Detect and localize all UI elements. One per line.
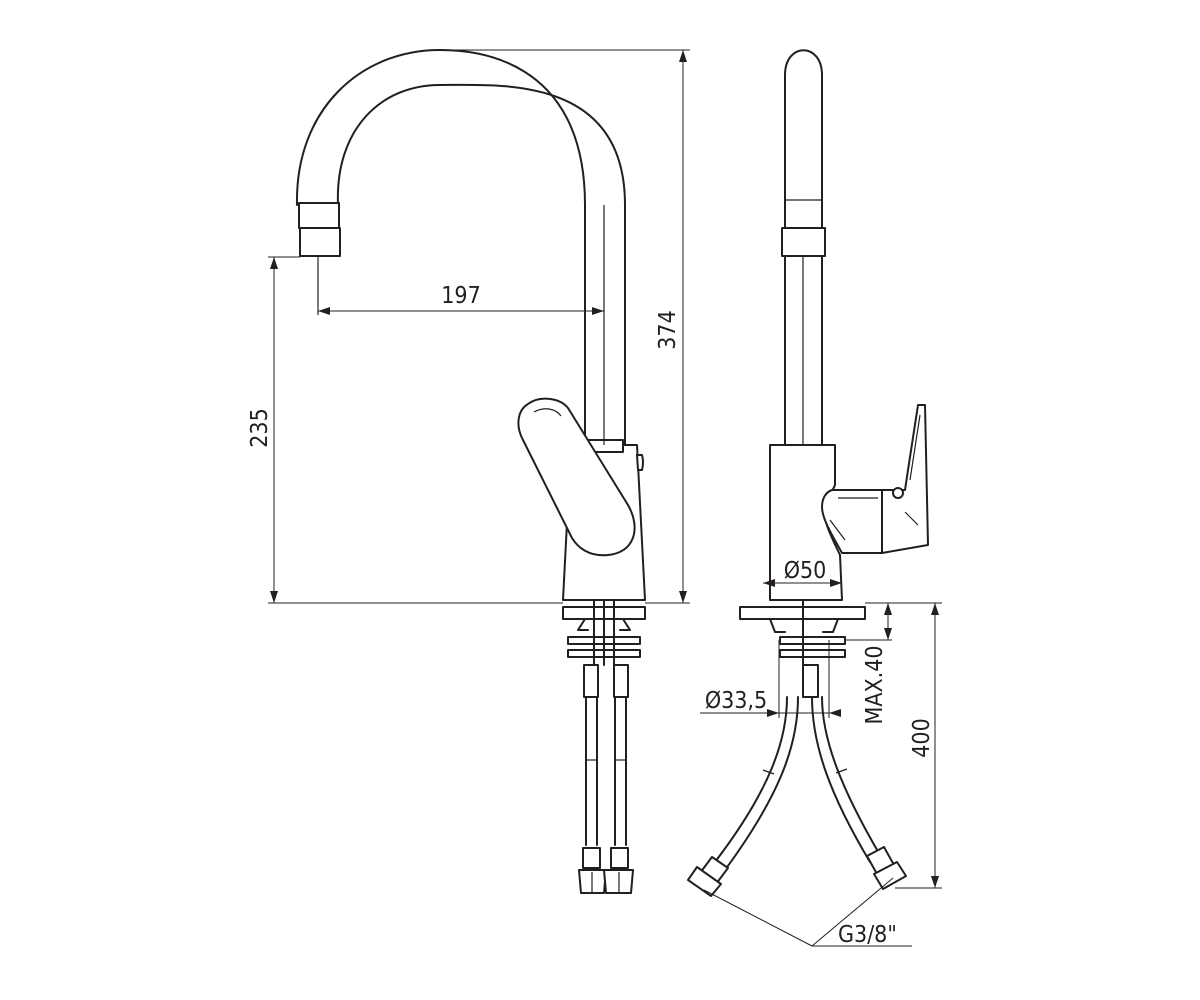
side-dimensions: Ø50 Ø33,5 MAX.40 400 G3/8": [700, 558, 942, 948]
dim-197-arrow-right: [592, 307, 604, 315]
front-fitting-left: [582, 847, 601, 869]
side-hex-nut-left: [687, 866, 722, 897]
front-dimensions: 197 374 235: [247, 49, 690, 604]
front-mount-clip-left: [577, 618, 589, 631]
spout-nozzle: [298, 202, 340, 229]
side-mount-clip-right: [822, 618, 839, 633]
front-hose-connector-left: [583, 664, 599, 698]
dim-max40-label: MAX.40: [862, 645, 888, 724]
dim-400-label: 400: [909, 718, 935, 758]
side-spout-collar: [781, 227, 826, 257]
side-knob: [636, 454, 644, 471]
dim-374-label: 374: [655, 310, 681, 350]
side-view: [687, 49, 929, 897]
dim-g38-leader-left: [703, 889, 813, 947]
side-hose-connector: [802, 664, 819, 698]
dim-197-label: 197: [441, 283, 481, 309]
dim-g38-leader-right: [811, 877, 894, 947]
spout-inner-line: [336, 83, 626, 446]
side-handle-lever: [881, 404, 929, 554]
dim-o335-label: Ø33,5: [705, 688, 767, 714]
side-hose-mark-right: [835, 768, 848, 774]
side-handle-inner: [829, 497, 878, 541]
dim-235-arrow-top: [270, 257, 278, 269]
dim-235-arrow-bottom: [270, 591, 278, 603]
side-hose-left: [714, 696, 799, 871]
side-hose-mark-left: [762, 769, 775, 775]
dim-o335-arrow-left: [767, 709, 779, 717]
dim-max40-arrow-bottom: [884, 628, 892, 640]
dim-374-arrow-bottom: [679, 591, 687, 603]
side-handle-screw: [892, 487, 904, 499]
dim-max40-arrow-top: [884, 603, 892, 615]
dim-374-arrow-top: [679, 50, 687, 62]
dim-o335-arrow-right: [829, 709, 841, 717]
front-hose-connector-right: [613, 664, 629, 698]
dim-235-label: 235: [247, 408, 273, 448]
dim-o50-arrow-left: [763, 579, 775, 587]
dim-400-arrow-top: [931, 603, 939, 615]
front-hose-right: [614, 696, 627, 846]
dim-197-arrow-left: [318, 307, 330, 315]
front-view: [295, 49, 646, 894]
lever-handle-edge: [533, 408, 562, 417]
side-mount-clip-left: [769, 618, 786, 633]
lever-handle: [517, 397, 636, 557]
dim-g38-label: G3/8": [838, 922, 897, 948]
front-fitting-right: [610, 847, 629, 869]
side-handle-arm: [821, 489, 883, 554]
side-nut: [779, 649, 846, 658]
front-mount-clip-right: [619, 618, 631, 631]
side-hex-nut-right: [873, 861, 907, 890]
dim-o50-arrow-right: [830, 579, 842, 587]
dim-o50-label: Ø50: [784, 558, 827, 584]
side-handle-lever-edge: [904, 414, 921, 526]
dim-400-arrow-bottom: [931, 876, 939, 888]
front-hose-left: [585, 696, 598, 846]
spout-aerator: [299, 227, 341, 257]
side-washer: [779, 636, 846, 645]
